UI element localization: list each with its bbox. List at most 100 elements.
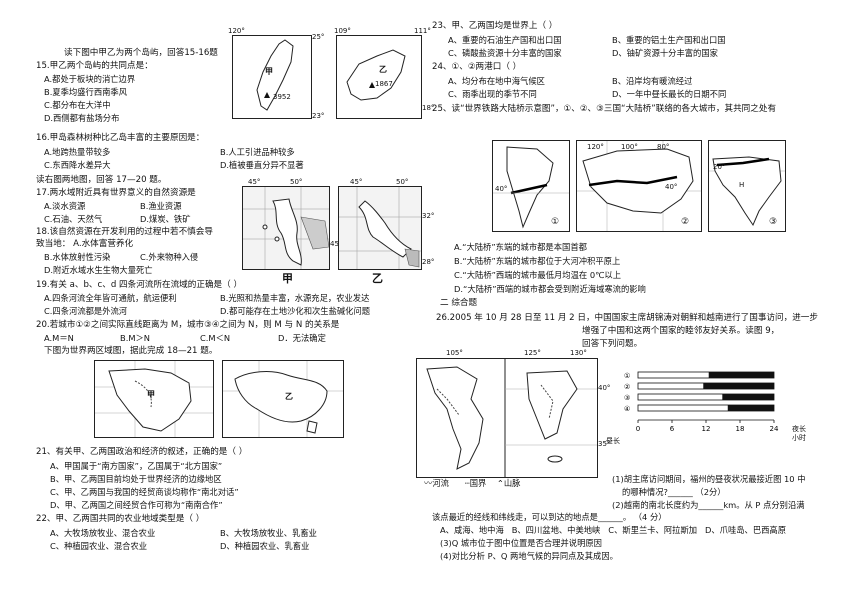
q18-opt-a: A.水体富营养化 <box>73 239 134 249</box>
q16-opt-b: B.人工引进品种较多 <box>220 147 295 157</box>
q17-opt-b: B.渔业资源 <box>140 201 182 211</box>
q22-opt-c: C、种植园农业、混合农业 <box>50 541 148 551</box>
sub2-opt-a: A、咸海、地中海 <box>440 525 504 535</box>
q22-opt-b: B、大牧场放牧业、乳畜业 <box>220 528 317 538</box>
border-legend-icon: ┄ <box>464 478 470 488</box>
sub3: (3)Q 城市位于图中位置是否合理并说明原因 <box>440 538 602 548</box>
daychart-tick-label: 18 <box>736 425 745 433</box>
q18-opt-b: B.水体放射性污染 <box>44 252 111 262</box>
island-a-peak: 3952 <box>273 93 291 101</box>
kv-lon2: 125° <box>524 349 541 357</box>
island-a-name: 甲 <box>265 67 273 76</box>
daychart-night-bar <box>727 405 774 411</box>
island-b-lat: 18° <box>422 104 435 112</box>
daychart-tick-label: 12 <box>702 425 711 433</box>
q26-line3: 回答下列问题。 <box>582 339 643 349</box>
rail2-lon1: 120° <box>587 143 604 151</box>
rail2-lat: 40° <box>665 183 678 191</box>
q25-opt-a: A.“大陆桥”东端的城市都是本国首都 <box>454 242 587 252</box>
sub2-line1: (2)越南的南北长度约为______km。从 P 点分别沿满 <box>612 500 805 510</box>
q16-opt-d: D.植被垂直分异不显著 <box>220 160 304 170</box>
q15-opt-c: C.都分布在大洋中 <box>44 100 111 110</box>
q26-line2: 增强了中国和这两个国家的睦邻友好关系。读图 9， <box>582 326 780 336</box>
q17: 17.两水域附近具有世界意义的自然资源是 <box>36 188 196 198</box>
world-a-name: 甲 <box>147 390 155 399</box>
sea-b-name: 乙 <box>372 272 383 285</box>
q21-opt-a: A、甲国属于“南方国家”，乙国属于“北方国家” <box>50 461 223 471</box>
q15-opt-b: B.夏季均盛行西南季风 <box>44 87 128 97</box>
daychart-row-label: ④ <box>624 405 630 413</box>
sub2-options: A、咸海、地中海 B、四川盆地、中美地峡 C、斯里兰卡、阿拉斯加 D、爪哇岛、巴… <box>440 525 786 536</box>
world-map-a: 甲 <box>94 360 214 438</box>
island-map-b: 乙 1867 <box>336 35 422 119</box>
rail-map-2: 120° 100° 80° 40° ② <box>576 140 702 232</box>
q18-line2: 致当地： A.水体富营养化 <box>36 239 134 249</box>
sea-a-lon2: 50° <box>290 178 303 186</box>
q19-opt-b: B.光照和热量丰富，水源充足，农业发达 <box>220 293 370 303</box>
intro-18-21: 下图为世界两区域图，据此完成 18—21 题。 <box>44 346 218 356</box>
sea-b-lat1: 32° <box>422 212 435 220</box>
rail1-lat: 40° <box>495 185 508 193</box>
sea-a-name: 甲 <box>282 272 293 285</box>
q20-opt-c: C.M＜N <box>200 333 231 343</box>
q16-opt-c: C.东西降水差异大 <box>44 160 111 170</box>
rail-map-1: 40° ① <box>492 140 570 232</box>
q18-opt-d: D.附近水域水生生物大量死亡 <box>44 265 153 275</box>
island-a-lat-bottom: 23° <box>312 112 325 120</box>
q19-opt-c: C.四条河流都是外流河 <box>44 306 128 316</box>
q22-opt-a: A、大牧场放牧业、混合农业 <box>50 528 156 538</box>
daychart-unit: 小时 <box>792 434 806 442</box>
sub4: (4)对比分析 P、Q 两地气候的异同点及其成因。 <box>440 551 618 561</box>
daychart-row-label: ③ <box>624 394 630 402</box>
sea-b-lon2: 50° <box>396 178 409 186</box>
q16: 16.甲岛森林树种比乙岛丰富的主要原因是： <box>36 133 205 143</box>
q23-opt-a: A、重要的石油生产国和出口国 <box>448 35 562 45</box>
daychart-night-bar <box>708 372 774 378</box>
island-map-a: 甲 3952 <box>232 35 312 119</box>
q18-opt-c: C.外来物种入侵 <box>140 252 199 262</box>
sea-a-lon1: 45° <box>248 178 261 186</box>
daychart-night-bar <box>703 383 774 389</box>
q24: 24、①、②两港口（ ） <box>432 62 522 72</box>
rail3-lat: 20° <box>713 163 726 171</box>
sub1-line1: (1)胡主席访问期间，福州的昼夜状况最接近图 10 中 <box>612 474 806 484</box>
sub2-opt-d: D、爪哇岛、巴西高原 <box>704 525 787 535</box>
q24-opt-a: A、均分布在地中海气候区 <box>448 76 545 86</box>
daychart-ylabel: 昼长 <box>606 437 620 445</box>
rail3-number: ③ <box>769 217 778 227</box>
island-b-lon-right: 111° <box>414 27 431 35</box>
q23-opt-b: B、重要的铝土生产国和出口国 <box>612 35 726 45</box>
sea-b-lat2: 28° <box>422 258 435 266</box>
q24-opt-c: C、雨季出现的季节不同 <box>448 89 537 99</box>
rail3-letter: H <box>739 181 745 189</box>
peak-triangle-a <box>264 92 270 98</box>
intro-15-16: 读下图中甲乙为两个岛屿，回答15-16题 <box>64 48 218 58</box>
daychart-tick-label: 6 <box>670 425 675 433</box>
q21-opt-c: C、甲、乙两国与我国的经贸商谈均称作“南北对话” <box>50 487 239 497</box>
daychart-row-label: ① <box>624 372 630 380</box>
kv-lat2: 35° <box>598 440 611 448</box>
sub1-line2: 的哪种情况?______ （2分） <box>622 487 726 497</box>
kv-lon3: 130° <box>570 349 587 357</box>
q26-line1: 26.2005 年 10 月 28 日至 11 月 2 日，中国国家主席胡锦涛对… <box>436 313 818 323</box>
daychart-tick-label: 0 <box>636 425 640 433</box>
daychart-tick-label: 24 <box>770 425 779 433</box>
q19-opt-d: D.都可能存在土地沙化和次生盐碱化问题 <box>220 306 371 316</box>
island-b-lon-left: 109° <box>334 27 351 35</box>
q15-opt-a: A.都处于板块的消亡边界 <box>44 74 136 84</box>
q25-opt-b: B.“大陆桥”东端的城市都位于大河冲积平原上 <box>454 256 621 266</box>
island-b-peak: 1867 <box>375 80 393 88</box>
peak-triangle-b <box>369 82 375 88</box>
sea-a-lat: 45° <box>330 240 343 248</box>
q21-opt-d: D、甲、乙两国之间经贸合作可称为“南南合作” <box>50 500 223 510</box>
rail1-number: ① <box>551 217 560 227</box>
q17-opt-c: C.石油、天然气 <box>44 214 103 224</box>
sea-map-b <box>338 186 422 270</box>
q21: 21、有关甲、乙两国政治和经济的叙述，正确的是（ ） <box>36 447 248 457</box>
q23: 23、甲、乙两国均是世界上（ ） <box>432 21 558 31</box>
sub2-line2: 该点最近的经线和纬线走，可以到达的地点是______。 （4 分） <box>432 512 667 522</box>
q20-opt-b: B.M＞N <box>120 333 150 343</box>
q18-line1: 18.该自然资源在开发利用的过程中若不慎会导 <box>36 227 213 237</box>
rail2-number: ② <box>681 217 690 227</box>
